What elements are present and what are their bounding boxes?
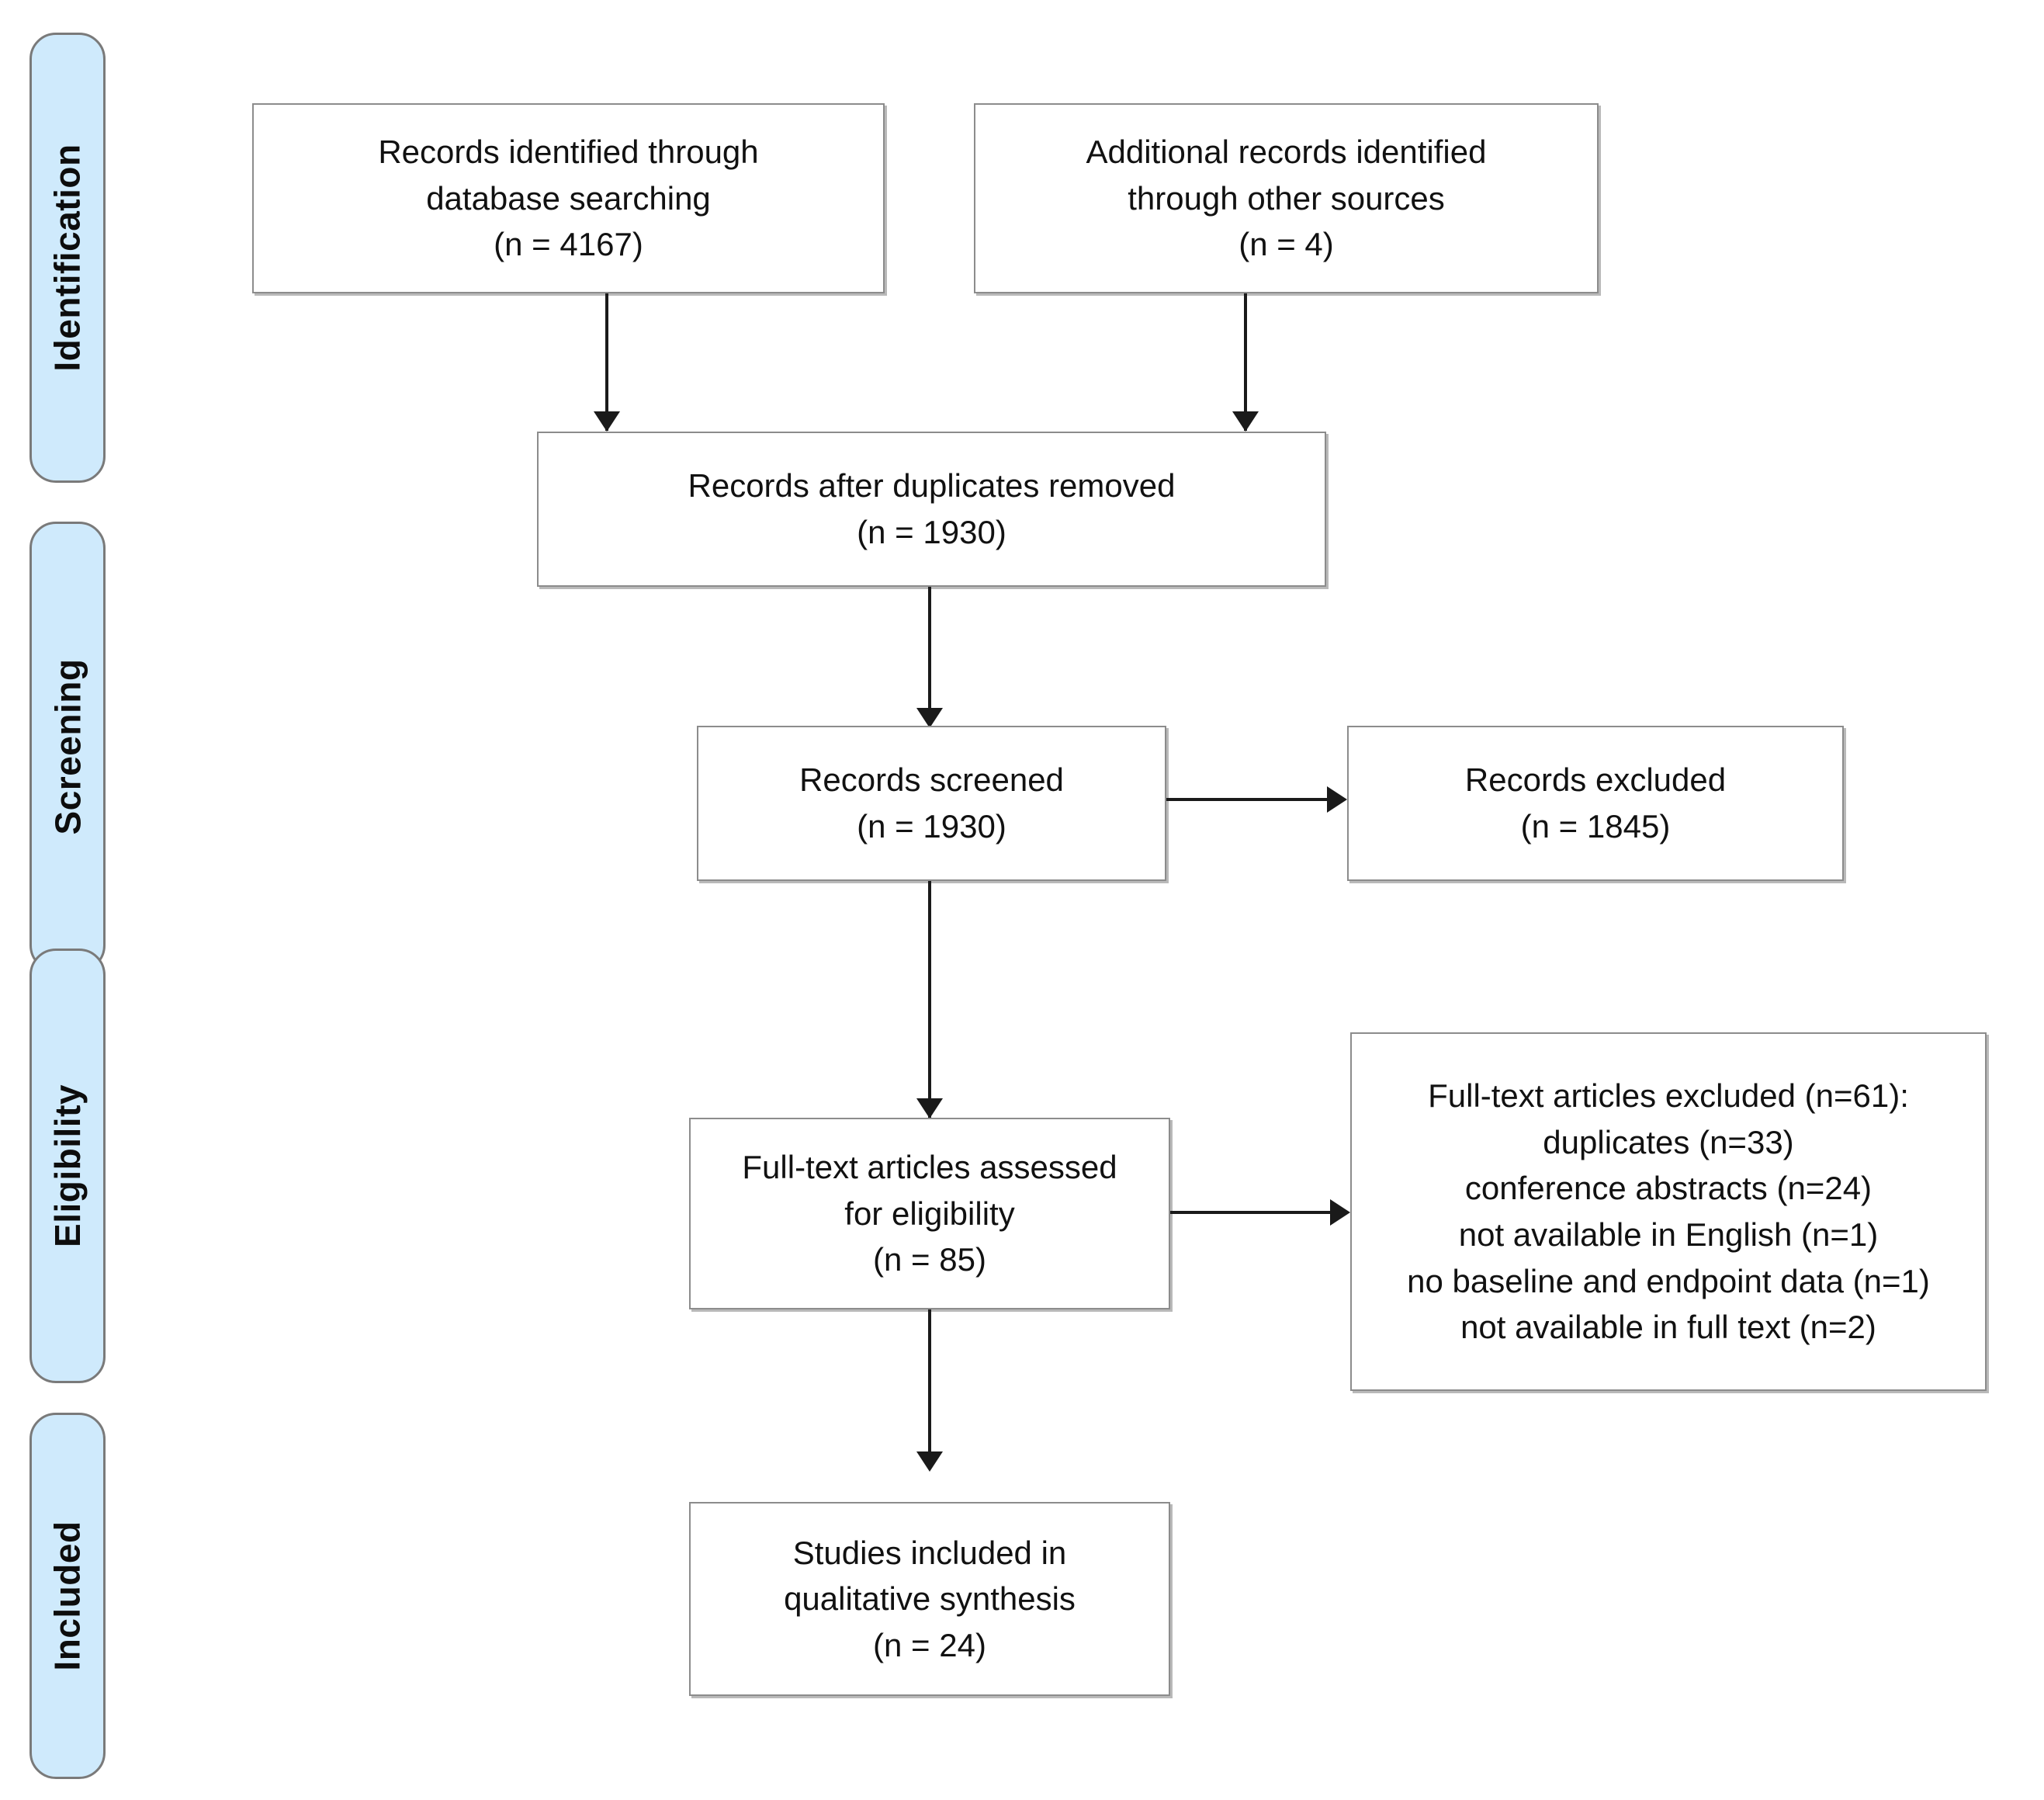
stage-label-screening: Screening <box>29 522 106 972</box>
box-fulltext-assessed-text: Full-text articles assessed for eligibil… <box>742 1149 1117 1278</box>
box-records-database-text: Records identified through database sear… <box>378 134 759 263</box>
stage-label-identification-text: Identification <box>47 144 88 372</box>
box-records-database: Records identified through database sear… <box>252 103 885 293</box>
connector-duplicates-to-screened <box>928 587 931 727</box>
stage-label-screening-text: Screening <box>47 658 88 835</box>
arrowhead-screened-to-fulltext <box>916 1098 943 1118</box>
stage-label-identification: Identification <box>29 33 106 483</box>
box-fulltext-excluded: Full-text articles excluded (n=61): dupl… <box>1350 1032 1987 1391</box>
box-records-other-sources-text: Additional records identified through ot… <box>1086 134 1487 263</box>
box-fulltext-assessed: Full-text articles assessed for eligibil… <box>689 1118 1170 1309</box>
box-records-duplicates-removed: Records after duplicates removed (n = 19… <box>537 432 1326 587</box>
stage-label-eligibility: Eligibility <box>29 949 106 1383</box>
box-records-screened-text: Records screened (n = 1930) <box>799 761 1064 845</box>
connector-other-sources-to-duplicates <box>1244 293 1247 431</box>
box-studies-included-text: Studies included in qualitative synthesi… <box>784 1534 1076 1663</box>
box-records-excluded-text: Records excluded (n = 1845) <box>1464 761 1727 845</box>
arrowhead-fulltext-to-excluded <box>1330 1199 1350 1226</box>
arrowhead-database-to-duplicates <box>594 411 620 432</box>
stage-label-eligibility-text: Eligibility <box>47 1084 88 1247</box>
box-fulltext-excluded-text: Full-text articles excluded (n=61): dupl… <box>1407 1077 1930 1346</box>
box-records-other-sources: Additional records identified through ot… <box>974 103 1599 293</box>
box-records-duplicates-removed-text: Records after duplicates removed (n = 19… <box>688 467 1176 550</box>
arrowhead-screened-to-excluded <box>1327 786 1347 813</box>
connector-fulltext-to-excluded <box>1170 1211 1332 1214</box>
stage-label-included: Included <box>29 1413 106 1779</box>
connector-screened-to-excluded <box>1166 798 1328 801</box>
connector-fulltext-to-included <box>928 1309 931 1469</box>
stage-label-included-text: Included <box>47 1521 88 1671</box>
arrowhead-duplicates-to-screened <box>916 708 943 728</box>
connector-screened-to-fulltext <box>928 881 931 1118</box>
arrowhead-other-sources-to-duplicates <box>1232 411 1259 432</box>
box-records-screened: Records screened (n = 1930) <box>697 726 1166 881</box>
box-studies-included: Studies included in qualitative synthesi… <box>689 1502 1170 1696</box>
arrowhead-fulltext-to-included <box>916 1451 943 1472</box>
connector-database-to-duplicates <box>605 293 608 431</box>
box-records-excluded: Records excluded (n = 1845) <box>1347 726 1844 881</box>
